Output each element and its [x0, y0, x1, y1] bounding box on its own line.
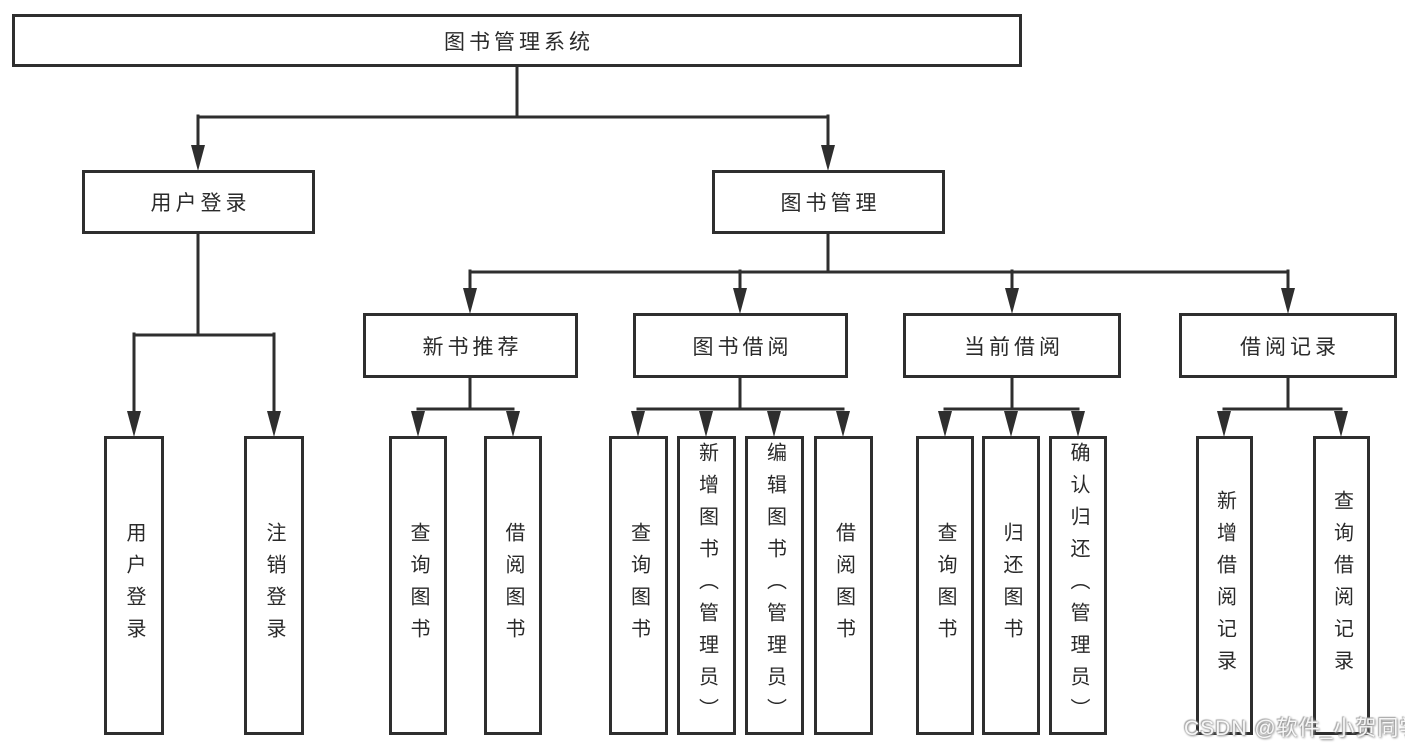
leaf-user-login: 用户登录 — [104, 436, 164, 735]
node-borrow-records: 借阅记录 — [1179, 313, 1397, 378]
leaf-confirm-return-admin: 确认归还（管理员） — [1049, 436, 1107, 735]
leaf-add-books-admin: 新增图书（管理员） — [677, 436, 736, 735]
leaf-query-books-borrow: 查询图书 — [609, 436, 668, 735]
node-book-borrow: 图书借阅 — [633, 313, 848, 378]
leaf-query-books-current: 查询图书 — [916, 436, 974, 735]
leaf-query-borrow-record: 查询借阅记录 — [1313, 436, 1370, 735]
leaf-return-books: 归还图书 — [982, 436, 1040, 735]
connector-lines — [132, 65, 1343, 414]
node-new-book-recommend: 新书推荐 — [363, 313, 578, 378]
leaf-borrow-books: 借阅图书 — [814, 436, 873, 735]
node-current-borrow: 当前借阅 — [903, 313, 1121, 378]
node-book-management: 图书管理 — [712, 170, 945, 234]
leaf-edit-books-admin: 编辑图书（管理员） — [745, 436, 804, 735]
node-library-system: 图书管理系统 — [12, 14, 1022, 67]
connector-arrowheads — [127, 145, 1348, 437]
leaf-borrow-books-recommend: 借阅图书 — [484, 436, 542, 735]
leaf-logout: 注销登录 — [244, 436, 304, 735]
node-user-login: 用户登录 — [82, 170, 315, 234]
leaf-query-books-recommend: 查询图书 — [389, 436, 447, 735]
leaf-add-borrow-record: 新增借阅记录 — [1196, 436, 1253, 735]
watermark: CSDN @软件_小贺同学 — [1184, 717, 1405, 740]
